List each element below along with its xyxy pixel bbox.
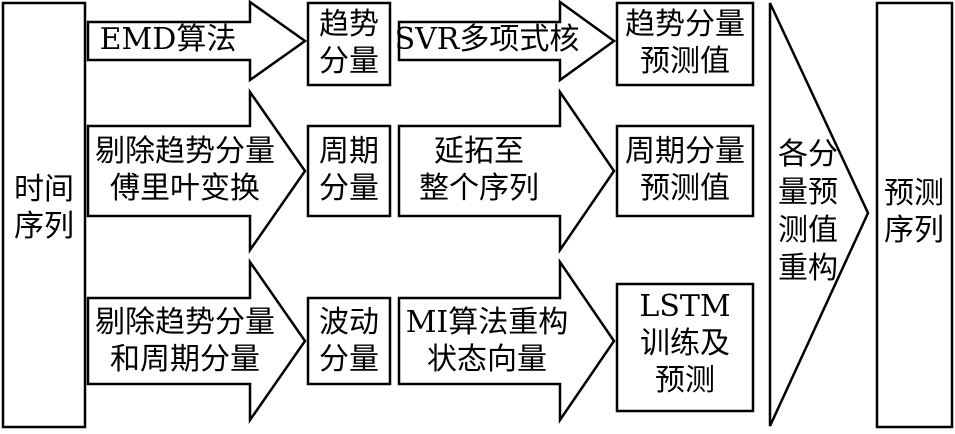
merge-line-1: 各分	[778, 137, 838, 172]
row1-result-line-2: 预测值	[640, 44, 730, 79]
input-label-line-2: 序列	[14, 209, 74, 244]
row3-model-line-2: 状态向量	[427, 342, 547, 377]
output-label-line-2: 序列	[884, 213, 944, 248]
row2-model-line-1: 延拓至	[434, 134, 524, 169]
row1-method-arrow	[86, 0, 308, 83]
merge-line-3: 测值	[778, 213, 838, 248]
row2-model-arrow	[397, 87, 616, 255]
row3-result-line-1: LSTM	[639, 289, 730, 324]
merge-line-4: 重构	[778, 251, 838, 286]
input-label-line-1: 时间	[14, 172, 74, 207]
row3-method-line-2: 和周期分量	[110, 342, 260, 377]
row1-component-line-1: 趋势	[319, 7, 379, 42]
output-label-line-1: 预测	[884, 176, 944, 211]
row3-model-arrow	[397, 257, 616, 425]
row1-result-line-1: 趋势分量	[625, 7, 745, 42]
row3-model-line-1: MI算法重构	[406, 305, 569, 340]
row3-component-line-1: 波动	[319, 305, 379, 340]
row1-result-box	[615, 1, 755, 87]
output-box	[875, 1, 954, 429]
row2-method-arrow	[86, 88, 307, 254]
row3-result-box	[615, 282, 755, 413]
row2-result-line-2: 预测值	[640, 171, 730, 206]
row3-result-line-3: 预测	[655, 363, 715, 398]
row1-method-label: EMD算法	[100, 22, 237, 57]
row3-method-line-1: 剔除趋势分量	[95, 305, 275, 340]
merge-arrow	[768, 2, 870, 427]
row1-model-arrow	[397, 0, 617, 83]
row2-result-line-1: 周期分量	[625, 134, 745, 169]
row2-method-line-1: 剔除趋势分量	[95, 134, 275, 169]
row3-component-line-2: 分量	[319, 342, 379, 377]
row2-model-line-2: 整个序列	[419, 171, 539, 206]
row2-component-line-2: 分量	[319, 171, 379, 206]
row2-method-line-2: 傅里叶变换	[110, 171, 260, 206]
row2-component-line-1: 周期	[319, 134, 379, 169]
row1-model-label: SVR多项式核	[395, 22, 580, 57]
row2-component-box	[306, 124, 392, 218]
row1-component-line-2: 分量	[319, 44, 379, 79]
row1-component-box	[306, 1, 392, 87]
row3-component-box	[306, 296, 392, 386]
input-box	[1, 1, 87, 429]
merge-line-2: 量预	[778, 175, 838, 210]
row2-result-box	[615, 124, 755, 218]
row3-method-arrow	[86, 258, 307, 424]
row3-result-line-2: 训练及	[640, 326, 730, 361]
